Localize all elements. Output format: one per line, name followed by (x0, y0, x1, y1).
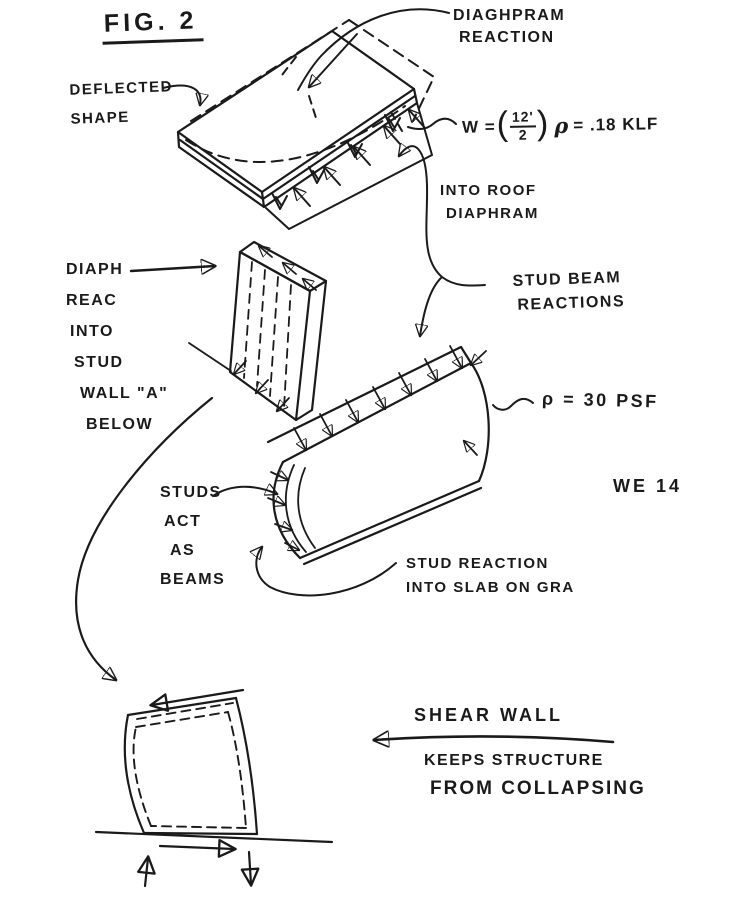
shear-wall-title: SHEAR WALL (414, 705, 563, 725)
equation-open-paren: ( (496, 104, 510, 144)
diaph-reac-line-1: DIAPH (66, 261, 124, 278)
into-roof-line-1: INTO ROOF (440, 182, 537, 199)
studs-act-leader (212, 487, 277, 497)
stud-wall-a-sketch (188, 240, 328, 422)
diaphragm-reaction-line-1: DIAGHPRAM (453, 7, 566, 24)
shear-wall-arrow (374, 736, 615, 742)
diaph-reac-line-5: WALL "A" (80, 385, 169, 402)
load-equation-leader (407, 117, 457, 130)
studs-act-line-4: BEAMS (160, 571, 226, 588)
wall-a-below-leader (75, 396, 214, 680)
equation-lhs: W = (461, 116, 496, 137)
stud-beam-reactions-leader (399, 146, 486, 336)
deflected-shape-line-2: SHAPE (70, 108, 130, 128)
deflected-shape-label: DEFLECTED SHAPE (69, 72, 174, 134)
sheet-reference: WE 14 (613, 476, 683, 496)
deflected-shape-line-1: DEFLECTED (69, 78, 174, 99)
stud-reaction-line-2: INTO SLAB ON GRA (406, 579, 575, 596)
shear-wall-line-1: KEEPS STRUCTURE (424, 752, 604, 769)
diaph-reac-label: DIAPH REAC INTO STUD WALL "A" BELOW (66, 254, 168, 440)
equation-close-paren: ) (536, 104, 550, 143)
diaph-reac-line-4: STUD (74, 354, 124, 371)
diaph-reac-line-2: REAC (66, 292, 118, 309)
diaph-reac-line-6: BELOW (86, 416, 154, 433)
shear-wall-line-2: FROM COLLAPSING (430, 778, 646, 799)
diaphragm-reaction-label: DIAGHPRAM REACTION (453, 5, 565, 49)
equation-rho-symbol: ρ (554, 112, 570, 139)
diaph-reac-arrow (129, 266, 215, 271)
diaphragm-reaction-leader (297, 8, 450, 91)
figure-title: FIG. 2 (101, 6, 205, 45)
shear-wall-sketch (94, 688, 334, 888)
stud-reaction-label: STUD REACTION INTO SLAB ON GRA (406, 552, 575, 600)
pressure-label: ρ = 30 PSF (541, 388, 659, 412)
equation-frac-numerator: 12' (509, 108, 536, 128)
studs-act-line-2: ACT (164, 513, 202, 530)
studs-act-line-1: STUDS (160, 484, 222, 501)
stud-beam-line-2: REACTIONS (517, 293, 626, 314)
roof-diaphragm-sketch (176, 19, 435, 230)
diaph-reac-line-3: INTO (70, 323, 114, 340)
stud-reaction-leader (256, 547, 397, 597)
into-roof-line-2: DIAPHRAM (446, 205, 539, 222)
equation-fraction: 12' 2 (509, 108, 536, 143)
equation-rhs: = .18 KLF (573, 113, 659, 135)
pressure-leader (492, 397, 534, 411)
studs-act-as-beams-label: STUDS ACT AS BEAMS (160, 478, 225, 594)
stud-beam-reactions-label: STUD BEAM REACTIONS (512, 266, 625, 318)
studs-act-line-3: AS (170, 542, 196, 559)
stud-reaction-line-1: STUD REACTION (406, 555, 549, 572)
stud-beam-wall-sketch (266, 345, 490, 566)
diaphragm-reaction-line-2: REACTION (459, 29, 555, 46)
equation-frac-denominator: 2 (518, 126, 528, 143)
deflected-shape-leader (162, 84, 200, 105)
into-roof-diaphragm-label: INTO ROOF DIAPHRAM (440, 179, 539, 225)
load-equation: W = ( 12' 2 ) ρ = .18 KLF (462, 104, 659, 146)
